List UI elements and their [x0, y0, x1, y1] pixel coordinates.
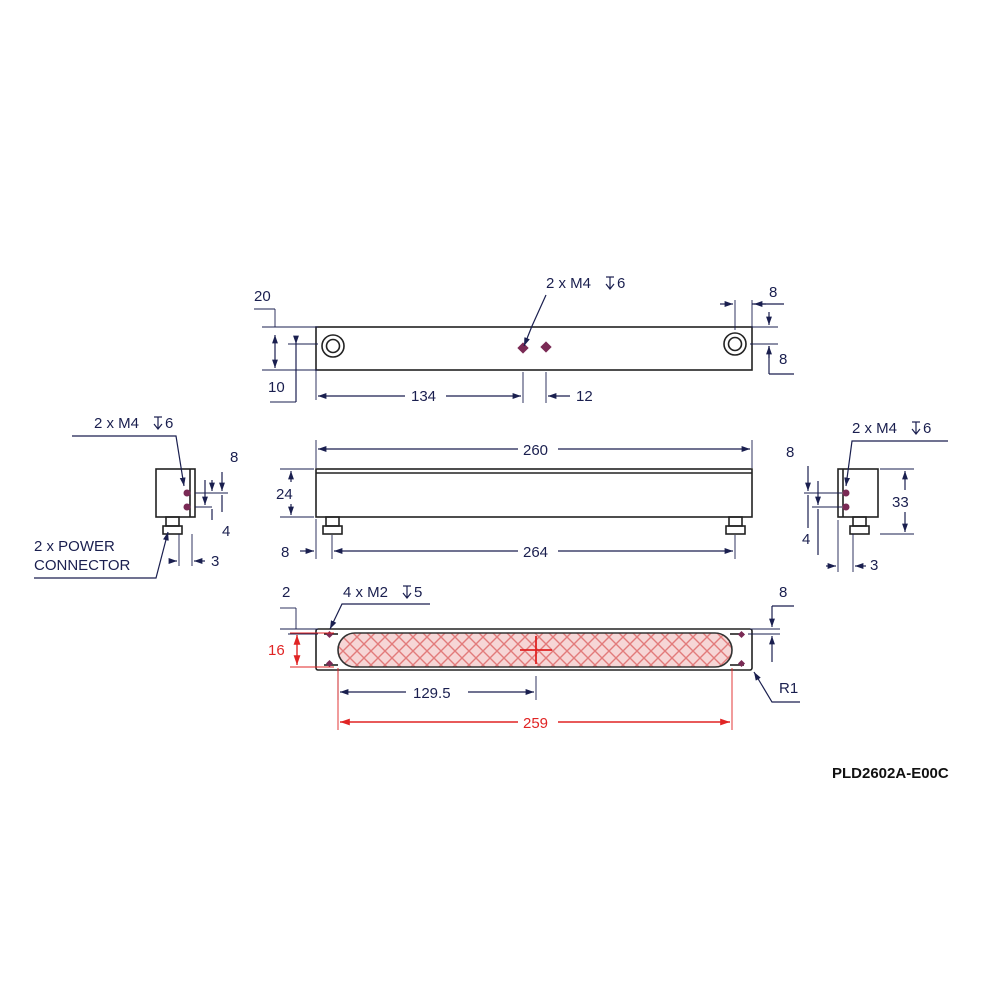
right-callout-label: 2 x M4 [852, 420, 897, 437]
dim-top-height: 20 [254, 288, 271, 305]
m4-hole-marker [842, 489, 850, 497]
left-callout-depth: 6 [165, 415, 173, 432]
right-callout-depth: 6 [923, 420, 931, 437]
m4-hole-marker [183, 489, 191, 497]
top-callout-label: 2 x M4 [546, 275, 591, 292]
bottom-view: 4 x M2 5 2 16 8 R1 129.5 [268, 584, 800, 732]
dim-bottom-emitting-length: 259 [523, 715, 548, 732]
dim-right-connector: 3 [870, 557, 878, 574]
mounting-hole-right [723, 332, 747, 356]
dim-right-spacing: 4 [802, 531, 810, 548]
dim-left-connector: 3 [211, 553, 219, 570]
mounting-hole-left [321, 334, 345, 358]
dim-top-corner-x: 8 [769, 284, 777, 301]
dim-right-top: 8 [786, 444, 794, 461]
left-view: 2 x M4 6 8 4 3 2 x POWER CONNECTOR [34, 415, 238, 579]
dim-top-hole-spacing: 12 [576, 388, 593, 405]
front-view: 260 24 8 264 [276, 440, 753, 561]
dim-bottom-corner: 8 [779, 584, 787, 601]
top-view-body [315, 326, 753, 371]
dim-left-spacing: 4 [222, 523, 230, 540]
dim-top-offset: 10 [268, 379, 285, 396]
power-connector [162, 516, 183, 535]
dim-right-height: 33 [892, 494, 909, 511]
right-callout-leader [844, 440, 948, 487]
dim-bottom-width: 16 [268, 642, 285, 659]
left-callout-label: 2 x M4 [94, 415, 139, 432]
depth-icon [153, 416, 163, 430]
depth-icon [402, 585, 412, 599]
right-view: 2 x M4 6 8 4 33 3 [786, 420, 948, 574]
power-connector [849, 516, 870, 535]
depth-icon [911, 421, 921, 435]
m2-hole-marker [325, 630, 334, 639]
center-mark [520, 636, 552, 664]
bottom-view-body [315, 628, 753, 671]
dim-top-corner-y: 8 [779, 351, 787, 368]
dim-bottom-center: 129.5 [413, 685, 451, 702]
dim-front-connector-edge: 8 [281, 544, 289, 561]
depth-icon [605, 276, 615, 290]
dim-bottom-radius: R1 [779, 680, 798, 697]
dim-front-height: 24 [276, 486, 293, 503]
radius-leader [753, 671, 800, 703]
power-connector-label-line2: CONNECTOR [34, 557, 131, 574]
left-callout-leader [72, 435, 186, 487]
dim-front-connector-span: 264 [523, 544, 548, 561]
m2-hole-marker [737, 630, 746, 639]
m2-hole-marker [325, 659, 334, 668]
dim-left-top: 8 [230, 449, 238, 466]
dim-bottom-edge: 2 [282, 584, 290, 601]
top-callout-depth: 6 [617, 275, 625, 292]
dim-front-length: 260 [523, 442, 548, 459]
top-view: 2 x M4 6 20 10 134 12 [254, 275, 794, 405]
bottom-callout-depth: 5 [414, 584, 422, 601]
dim-top-hole-pos: 134 [411, 388, 436, 405]
bottom-callout-leader [329, 603, 430, 630]
m4-hole-marker [183, 503, 191, 511]
m4-hole-marker [842, 503, 850, 511]
power-connector [322, 516, 343, 535]
m4-hole-marker [540, 341, 552, 353]
front-view-body [315, 468, 753, 518]
m2-hole-marker [737, 659, 746, 668]
part-number: PLD2602A-E00C [832, 765, 949, 782]
power-connector [725, 516, 746, 535]
m4-hole-marker [517, 342, 529, 354]
bottom-callout-label: 4 x M2 [343, 584, 388, 601]
top-callout-leader [523, 294, 547, 347]
power-connector-leader [34, 531, 169, 579]
power-connector-label-line1: 2 x POWER [34, 538, 115, 555]
